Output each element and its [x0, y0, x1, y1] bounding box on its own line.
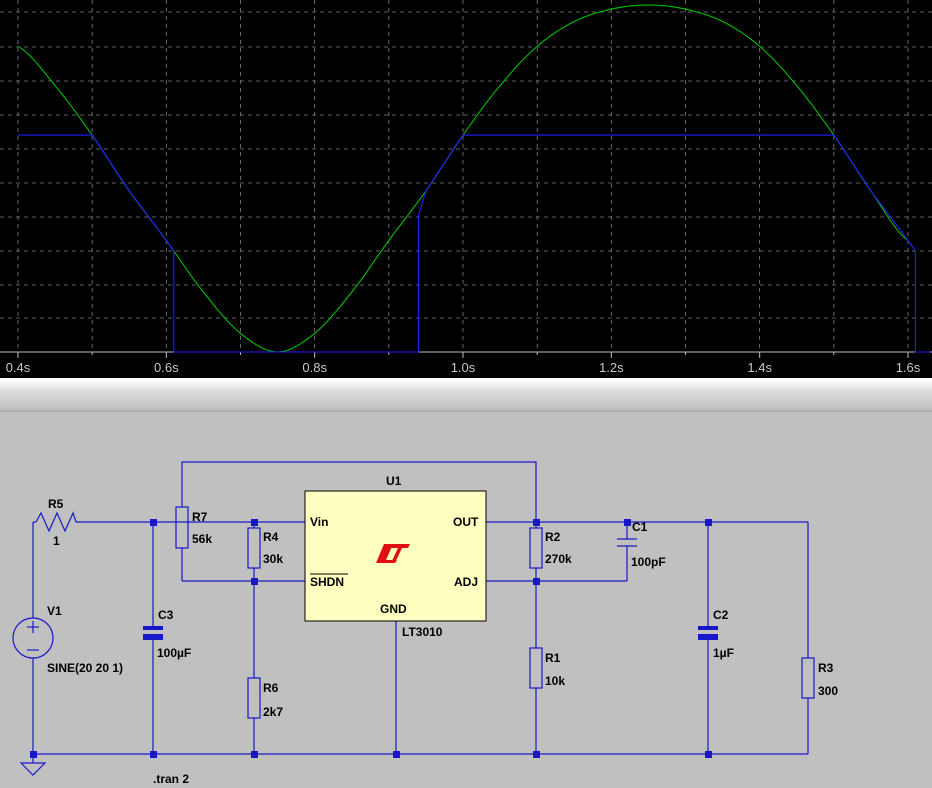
x-tick-label: 0.6s — [154, 360, 179, 375]
r4-value: 30k — [263, 552, 283, 566]
r3-resistor[interactable] — [801, 657, 815, 699]
u1-part-label: LT3010 — [402, 625, 443, 639]
pin-out-label: OUT — [453, 515, 479, 529]
x-tick-label: 1.4s — [747, 360, 772, 375]
r1-resistor[interactable] — [529, 647, 543, 689]
junction-dots — [30, 519, 712, 758]
c1-label: C1 — [632, 520, 648, 534]
u1-label: U1 — [386, 474, 402, 488]
r1-value: 10k — [545, 674, 565, 688]
tran-directive: .tran 2 — [153, 772, 189, 786]
r4-resistor[interactable] — [247, 527, 261, 569]
c2-value: 1µF — [713, 646, 734, 660]
pin-adj-label: ADJ — [454, 575, 478, 589]
r3-label: R3 — [818, 661, 834, 675]
c1-value: 100pF — [631, 555, 666, 569]
plot-background — [0, 0, 932, 378]
r1-label: R1 — [545, 651, 561, 665]
c2-label: C2 — [713, 608, 729, 622]
v1-label: V1 — [47, 604, 62, 618]
x-axis-tick-labels: 0.4s 0.6s 0.8s 1.0s 1.2s 1.4s 1.6s — [6, 360, 921, 375]
r7-resistor[interactable] — [175, 506, 189, 549]
pin-gnd-label: GND — [380, 602, 407, 616]
r2-label: R2 — [545, 530, 561, 544]
pane-splitter[interactable] — [0, 378, 932, 412]
r6-resistor[interactable] — [247, 677, 261, 719]
trace-output-clipped[interactable] — [18, 134, 931, 353]
v1-source[interactable] — [12, 617, 54, 659]
pin-vin-label: Vin — [310, 515, 328, 529]
pin-shdn-label: SHDN — [310, 575, 344, 589]
c1-capacitor[interactable] — [617, 538, 637, 547]
r4-label: R4 — [263, 530, 279, 544]
plot-grid — [0, 0, 932, 352]
r5-resistor[interactable] — [35, 511, 77, 533]
c2-capacitor[interactable] — [698, 626, 718, 640]
r7-value: 56k — [192, 532, 212, 546]
r7-label: R7 — [192, 510, 208, 524]
v1-value: SINE(20 20 1) — [47, 661, 123, 675]
r6-value: 2k7 — [263, 705, 283, 719]
x-tick-label: 0.4s — [6, 360, 31, 375]
r2-resistor[interactable] — [529, 527, 543, 569]
schematic-canvas[interactable]: U1 LT3010 Vin OUT SHDN ADJ GND R5 1 R7 5… — [0, 412, 932, 788]
c3-capacitor[interactable] — [143, 626, 163, 640]
r6-label: R6 — [263, 681, 279, 695]
x-tick-label: 1.6s — [896, 360, 921, 375]
c3-value: 100µF — [157, 646, 191, 660]
r2-value: 270k — [545, 552, 572, 566]
r5-value: 1 — [53, 534, 60, 548]
c3-label: C3 — [158, 608, 174, 622]
waveform-plot[interactable]: 0.4s 0.6s 0.8s 1.0s 1.2s 1.4s 1.6s — [0, 0, 932, 378]
x-tick-label: 1.2s — [599, 360, 624, 375]
r5-label: R5 — [48, 497, 64, 511]
x-tick-label: 1.0s — [451, 360, 476, 375]
x-tick-label: 0.8s — [302, 360, 327, 375]
r3-value: 300 — [818, 684, 838, 698]
lt-logo-icon — [376, 544, 410, 563]
